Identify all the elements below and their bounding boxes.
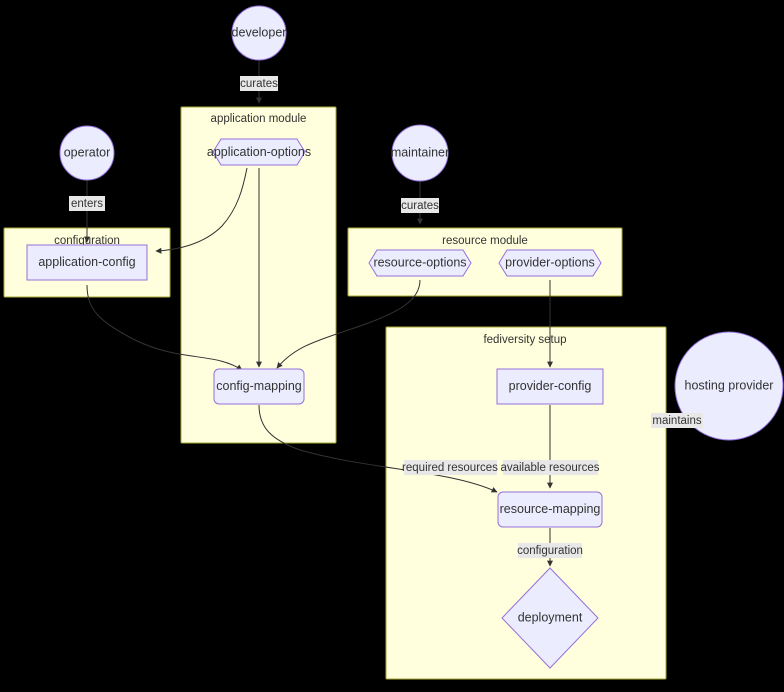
edge-resourceoptions-configmapping-path (276, 279, 421, 369)
node-application-options-hexagon[interactable] (212, 138, 306, 166)
node-provider-options[interactable]: provider-options (498, 249, 602, 277)
node-provider-config[interactable]: provider-config (496, 368, 604, 405)
node-resource-mapping[interactable]: resource-mapping (497, 491, 603, 528)
node-deployment-diamond[interactable] (501, 567, 599, 669)
edge-label-required-resources-bg (404, 460, 497, 475)
node-resource-mapping-rect[interactable] (497, 491, 603, 528)
edge-label-curates-maintainer-text: curates (401, 200, 439, 212)
edge-label-enters: enters (69, 196, 105, 211)
node-resource-mapping-label: resource-mapping (500, 502, 601, 516)
node-deployment-label: deployment (518, 610, 583, 624)
node-resource-options[interactable]: resource-options (368, 249, 472, 277)
node-developer-label: developer (232, 25, 287, 39)
node-config-mapping-rect[interactable] (213, 368, 305, 405)
node-developer-circle[interactable] (231, 5, 287, 61)
cluster-resource-module: resource module (347, 227, 623, 297)
cluster-application-module-label: application module (211, 113, 307, 125)
node-resource-options-hexagon[interactable] (368, 249, 472, 277)
edge-configmapping-resourcemapping (258, 404, 498, 493)
edge-appconfig-configmapping-path (86, 284, 243, 371)
node-resource-options-label: resource-options (373, 255, 466, 269)
node-developer[interactable]: developer (231, 5, 287, 61)
edge-appoptions-appconfig-path (155, 167, 248, 254)
node-maintainer-label: maintainer (391, 145, 449, 159)
edge-label-enters-bg (69, 196, 105, 211)
edge-label-required-resources-text: required resources (402, 462, 498, 474)
edge-label-curates-developer-text: curates (240, 78, 278, 90)
node-application-options-label: application-options (207, 145, 311, 159)
node-config-mapping[interactable]: config-mapping (213, 368, 305, 405)
edge-label-curates-developer: curates (240, 76, 278, 91)
node-provider-options-hexagon[interactable] (498, 249, 602, 277)
edge-label-curates-maintainer: curates (401, 198, 439, 213)
node-provider-options-label: provider-options (505, 255, 595, 269)
edge-label-available-resources-bg (503, 460, 598, 475)
node-deployment[interactable]: deployment (501, 567, 599, 669)
edge-label-required-resources: required resources (402, 460, 498, 475)
edge-label-maintains: maintains (651, 413, 703, 428)
edge-label-curates-developer-bg (240, 76, 278, 91)
edge-resourceoptions-configmapping (276, 279, 421, 369)
cluster-resource-module-rect (347, 227, 623, 297)
edge-label-maintains-text: maintains (652, 415, 701, 427)
edge-label-enters-text: enters (71, 198, 103, 210)
node-provider-config-rect[interactable] (496, 368, 604, 405)
edge-appconfig-configmapping (86, 284, 243, 371)
edge-label-available-resources-text: available resources (500, 462, 599, 474)
cluster-fediversity-setup-label: fediversity setup (483, 334, 566, 346)
node-application-config-rect[interactable] (26, 244, 148, 281)
node-maintainer-circle[interactable] (391, 124, 449, 182)
node-operator-circle[interactable] (59, 125, 115, 181)
node-provider-config-label: provider-config (509, 379, 592, 393)
node-maintainer[interactable]: maintainer (391, 124, 449, 182)
edge-appoptions-appconfig (155, 167, 248, 254)
edge-label-configuration: configuration (517, 543, 583, 558)
node-hosting-provider-label: hosting provider (685, 378, 774, 392)
node-application-config-label: application-config (38, 255, 135, 269)
node-operator-label: operator (64, 145, 111, 159)
edge-label-configuration-bg (518, 543, 582, 558)
node-config-mapping-label: config-mapping (216, 379, 302, 393)
edge-label-curates-maintainer-bg (401, 198, 439, 213)
edge-label-available-resources: available resources (500, 460, 600, 475)
edge-label-configuration-text: configuration (517, 545, 583, 557)
edge-configmapping-resourcemapping-path (258, 404, 498, 493)
node-application-config[interactable]: application-config (26, 244, 148, 281)
edge-label-maintains-bg (651, 413, 703, 428)
node-application-options[interactable]: application-options (207, 138, 311, 166)
cluster-resource-module-label: resource module (442, 235, 528, 247)
node-operator[interactable]: operator (59, 125, 115, 181)
